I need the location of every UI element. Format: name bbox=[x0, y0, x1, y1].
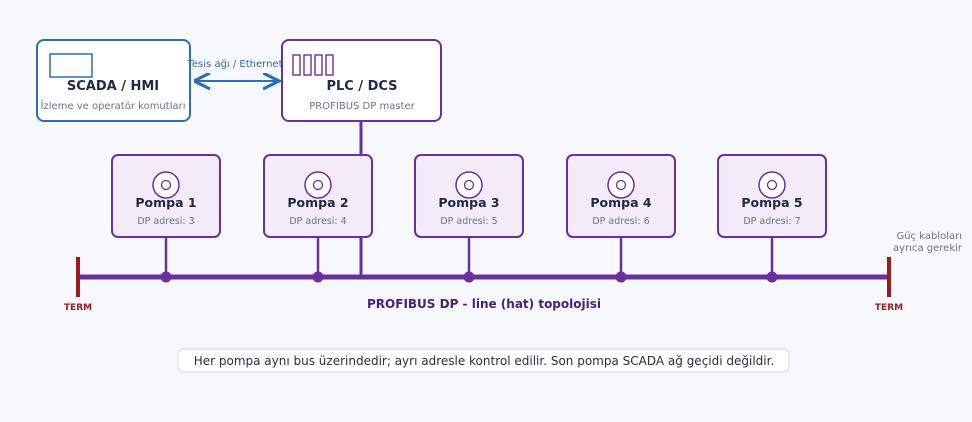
io-modules-icon bbox=[292, 54, 334, 76]
bus-junction bbox=[312, 271, 324, 283]
footer-note-text: Her pompa aynı bus üzerindedir; ayrı adr… bbox=[194, 354, 775, 368]
pump-node: Pompa 3 DP adresi: 5 bbox=[414, 154, 524, 283]
pump-node: Pompa 5 DP adresi: 7 bbox=[717, 154, 827, 283]
pump-icon bbox=[607, 171, 635, 199]
power-note-line1: Güç kabloları bbox=[896, 231, 962, 242]
footer-note: Her pompa aynı bus üzerindedir; ayrı adr… bbox=[177, 348, 790, 373]
pump-name: Pompa 3 bbox=[438, 195, 499, 210]
bus-junction bbox=[160, 271, 172, 283]
monitor-icon bbox=[49, 53, 93, 78]
pump-node: Pompa 2 DP adresi: 4 bbox=[263, 154, 373, 283]
pump-name: Pompa 5 bbox=[741, 195, 802, 210]
pump-address: DP adresi: 7 bbox=[743, 216, 800, 227]
bus-title: PROFIBUS DP - line (hat) topolojisi bbox=[367, 297, 601, 311]
term-left-label: TERM bbox=[64, 303, 92, 313]
scada-subtitle: İzleme ve operatör komutları bbox=[41, 99, 186, 112]
bus-junction bbox=[615, 271, 627, 283]
scada-node: SCADA / HMI İzleme ve operatör komutları bbox=[36, 39, 191, 122]
pump-icon bbox=[758, 171, 786, 199]
ethernet-link: Tesis ağı / Ethernet bbox=[187, 58, 283, 81]
plc-subtitle: PROFIBUS DP master bbox=[309, 101, 415, 112]
pump-icon bbox=[152, 171, 180, 199]
plc-node: PLC / DCS PROFIBUS DP master bbox=[281, 39, 442, 122]
pump-address: DP adresi: 3 bbox=[137, 216, 194, 227]
pump-node: Pompa 1 DP adresi: 3 bbox=[111, 154, 221, 283]
plc-title: PLC / DCS bbox=[326, 79, 397, 94]
pump-icon bbox=[304, 171, 332, 199]
power-note-line2: ayrıca gerekir bbox=[893, 243, 963, 254]
term-right-label: TERM bbox=[875, 303, 903, 313]
ethernet-label: Tesis ağı / Ethernet bbox=[187, 58, 283, 70]
bus-junction bbox=[766, 271, 778, 283]
pump-address: DP adresi: 6 bbox=[592, 216, 649, 227]
pump-name: Pompa 1 bbox=[135, 195, 196, 210]
pump-icon bbox=[455, 171, 483, 199]
pump-name: Pompa 2 bbox=[287, 195, 348, 210]
pump-address: DP adresi: 5 bbox=[440, 216, 497, 227]
pump-name: Pompa 4 bbox=[590, 195, 652, 210]
bus-junction bbox=[463, 271, 475, 283]
pump-address: DP adresi: 4 bbox=[289, 216, 346, 227]
pump-node: Pompa 4 DP adresi: 6 bbox=[566, 154, 676, 283]
scada-title: SCADA / HMI bbox=[67, 79, 159, 94]
